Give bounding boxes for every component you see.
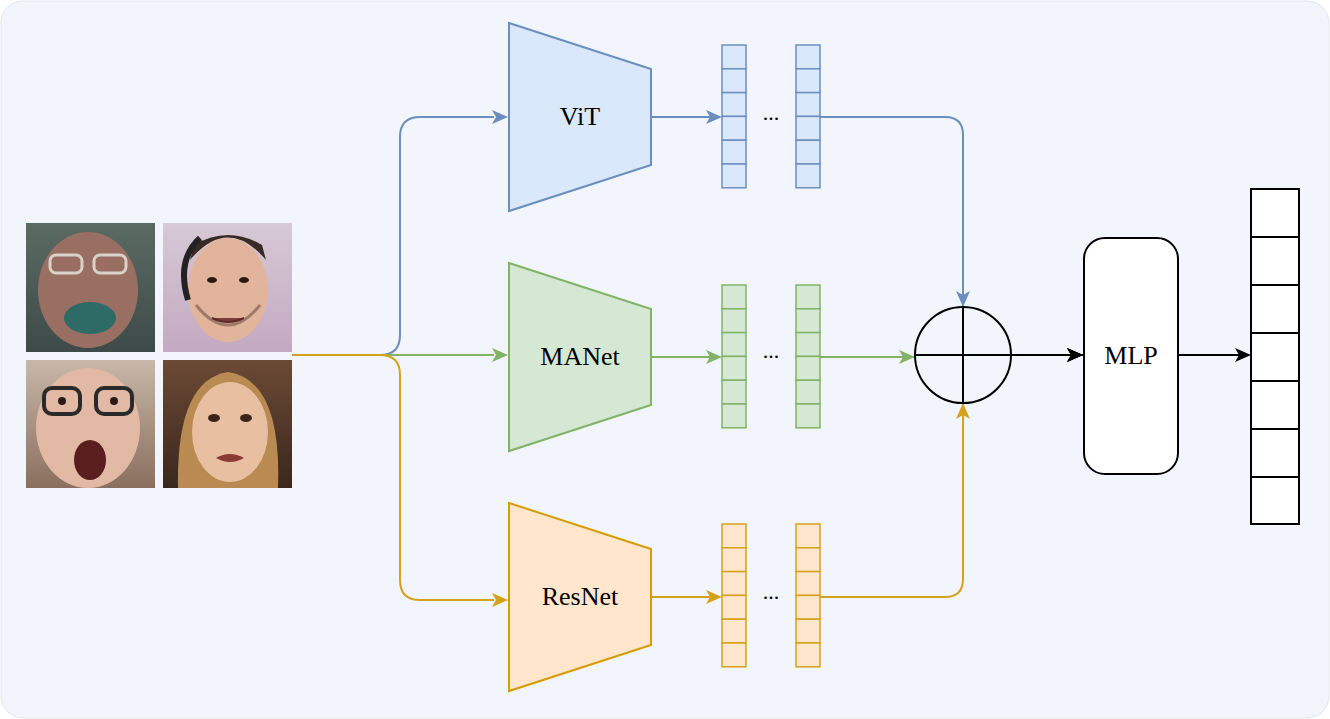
feature-connector [652, 110, 1083, 362]
block-label: MANet [540, 342, 619, 372]
feature-connector [652, 348, 1083, 604]
arrow-head [492, 593, 508, 607]
output-vector [1251, 189, 1299, 524]
face-photo [26, 223, 155, 352]
face-photo [26, 360, 155, 488]
encoder-block: MANet [508, 262, 652, 452]
face-photo [163, 360, 292, 488]
arrow-head [1235, 348, 1251, 362]
face-photo [163, 223, 292, 352]
arrow-head [492, 348, 508, 362]
encoder-block: ResNet [508, 502, 652, 692]
arrow-head [706, 350, 722, 364]
block-label: ViT [560, 102, 600, 132]
arrow-head [706, 110, 722, 124]
sum-symbol [915, 307, 1011, 403]
arrow-head [706, 590, 722, 604]
block-label: ResNet [542, 582, 619, 612]
arrow-head [492, 110, 508, 124]
output-arrow [1179, 354, 1240, 356]
feature-vectors [722, 45, 820, 667]
mlp-block: MLP [1083, 237, 1179, 475]
ellipsis-label: ... [763, 340, 780, 362]
input-split [292, 117, 494, 600]
arrow-head [1067, 348, 1083, 362]
arrow-head [899, 350, 915, 364]
encoder-block: ViT [508, 22, 652, 212]
ellipsis-label: ... [763, 581, 780, 603]
arrow-head [956, 403, 970, 419]
ellipsis-label: ... [763, 102, 780, 124]
feature-connector [652, 348, 1083, 364]
arrow-head [956, 291, 970, 307]
block-label: MLP [1104, 341, 1157, 371]
